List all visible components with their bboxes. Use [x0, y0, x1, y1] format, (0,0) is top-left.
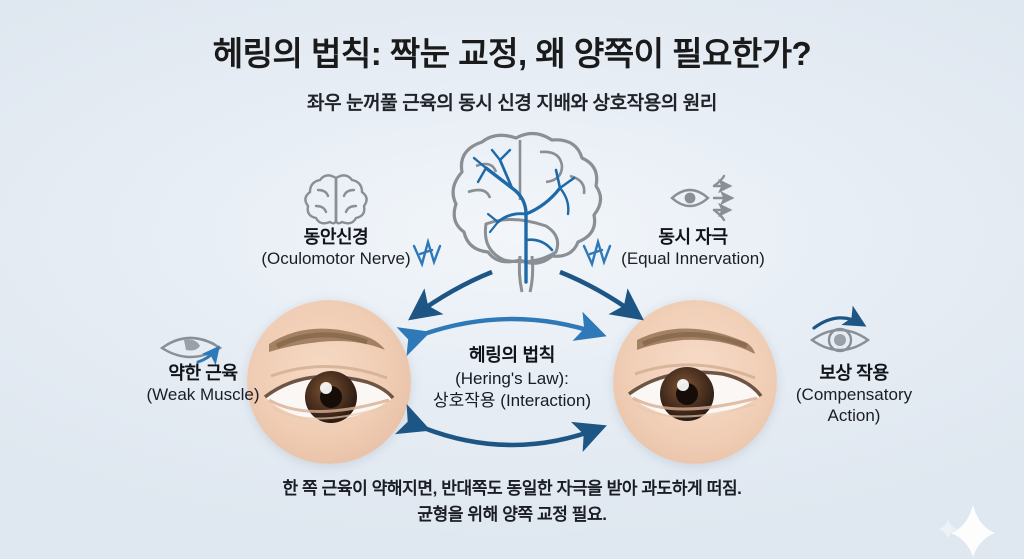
weak-muscle-english: (Weak Muscle) — [146, 385, 260, 405]
left-eye-photo — [247, 300, 411, 464]
nerve-arrow-left — [408, 269, 493, 321]
right-eye-photo — [613, 300, 777, 464]
caption-line-2: 균형을 위해 양쪽 교정 필요. — [417, 504, 607, 524]
page-title: 헤링의 법칙: 짝눈 교정, 왜 양쪽이 필요한가? — [212, 35, 812, 72]
center-korean: 헤링의 법칙 — [468, 345, 555, 365]
right-eye-graphic — [613, 300, 777, 464]
brain-with-nerves-illustration — [451, 131, 603, 293]
compensatory-english-line2: Action) — [827, 406, 881, 426]
compensatory-english-line1: (Compensatory — [795, 385, 913, 405]
brain-icon — [304, 174, 368, 225]
node-label-weak-muscle: 약한 근육 (Weak Muscle) — [128, 362, 278, 405]
left-eye-graphic — [247, 300, 411, 464]
weak-muscle-korean: 약한 근육 — [168, 363, 238, 383]
bidirectional-arc-arrow-bottom — [395, 404, 607, 452]
oculomotor-english: (Oculomotor Nerve) — [261, 249, 411, 269]
page-subtitle: 좌우 눈꺼풀 근육의 동시 신경 지배와 상호작용의 원리 — [307, 93, 717, 114]
equal-innervation-english: (Equal Innervation) — [621, 249, 765, 269]
sparkle-watermark-icon — [939, 505, 995, 557]
eye-over-arrow-icon — [809, 305, 871, 353]
center-english: (Hering's Law): — [455, 368, 569, 388]
nerve-arrow-right — [559, 269, 644, 321]
center-interaction: 상호작용 (Interaction) — [433, 391, 591, 411]
caption-line-1: 한 쪽 근육이 약해지면, 반대쪽도 동일한 자극을 받아 과도하게 떠짐. — [282, 479, 742, 498]
nerve-impulse-spark-icon — [582, 237, 612, 268]
compensatory-korean: 보상 작용 — [819, 363, 889, 383]
node-label-oculomotor: 동안신경 (Oculomotor Nerve) — [238, 226, 434, 269]
node-label-compensatory: 보상 작용 (Compensatory Action) — [768, 362, 940, 426]
node-label-equal-innervation: 동시 자극 (Equal Innervation) — [595, 226, 791, 269]
bidirectional-arc-arrow-top — [396, 311, 607, 357]
droopy-eye-up-arrow-icon — [159, 336, 223, 366]
center-label-herings-law: 헤링의 법칙 (Hering's Law): 상호작용 (Interaction… — [402, 344, 622, 413]
eye-signal-icon — [670, 174, 735, 222]
oculomotor-korean: 동안신경 — [303, 227, 369, 247]
nerve-impulse-spark-icon — [412, 237, 442, 268]
bottom-caption: 한 쪽 근육이 약해지면, 반대쪽도 동일한 자극을 받아 과도하게 떠짐. 균… — [0, 476, 1024, 527]
equal-innervation-korean: 동시 자극 — [658, 227, 728, 247]
